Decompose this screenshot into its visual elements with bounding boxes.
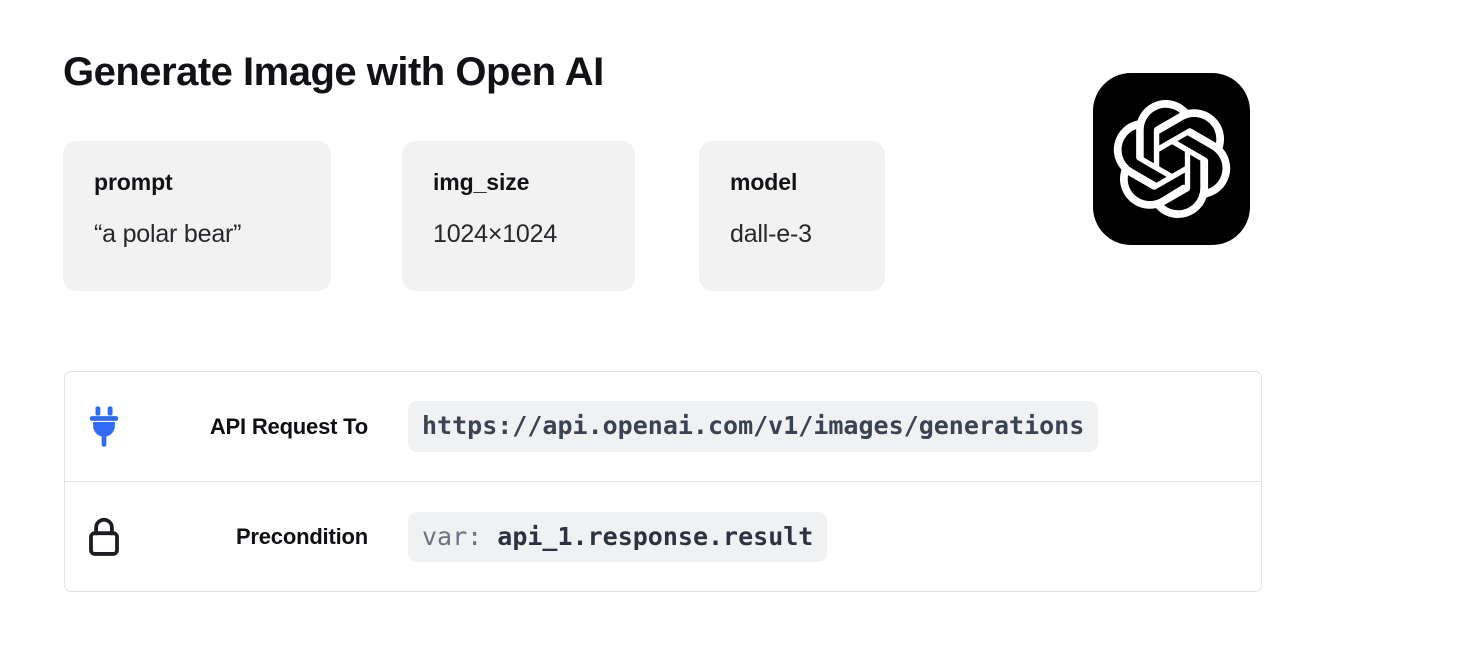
parameter-value: dall-e-3 bbox=[730, 220, 812, 248]
detail-row-api-request: API Request To https://api.openai.com/v1… bbox=[65, 372, 1261, 482]
parameter-label: prompt bbox=[94, 169, 173, 195]
precondition-value[interactable]: var: api_1.response.result bbox=[408, 511, 828, 563]
openai-logo bbox=[1093, 73, 1250, 245]
parameter-label: model bbox=[730, 169, 798, 195]
parameter-card-prompt: prompt “a polar bear” bbox=[63, 141, 331, 291]
parameter-card-model: model dall-e-3 bbox=[699, 141, 885, 291]
parameter-label: img_size bbox=[433, 169, 530, 195]
page-title: Generate Image with Open AI bbox=[63, 50, 604, 94]
parameter-value: 1024×1024 bbox=[433, 220, 558, 248]
plug-icon bbox=[65, 405, 143, 449]
parameter-card-list: prompt “a polar bear” img_size 1024×1024… bbox=[63, 141, 885, 291]
api-endpoint-value[interactable]: https://api.openai.com/v1/images/generat… bbox=[408, 401, 1099, 452]
detail-row-label: API Request To bbox=[209, 413, 368, 439]
precondition-variable: api_1.response.result bbox=[497, 521, 814, 551]
details-card: API Request To https://api.openai.com/v1… bbox=[64, 371, 1262, 592]
detail-row-label: Precondition bbox=[235, 524, 368, 549]
parameter-card-img-size: img_size 1024×1024 bbox=[402, 141, 635, 291]
detail-row-precondition: Precondition var: api_1.response.result bbox=[65, 482, 1261, 591]
lock-icon bbox=[65, 514, 143, 560]
parameter-value: “a polar bear” bbox=[94, 220, 242, 248]
precondition-prefix: var: bbox=[422, 521, 483, 551]
